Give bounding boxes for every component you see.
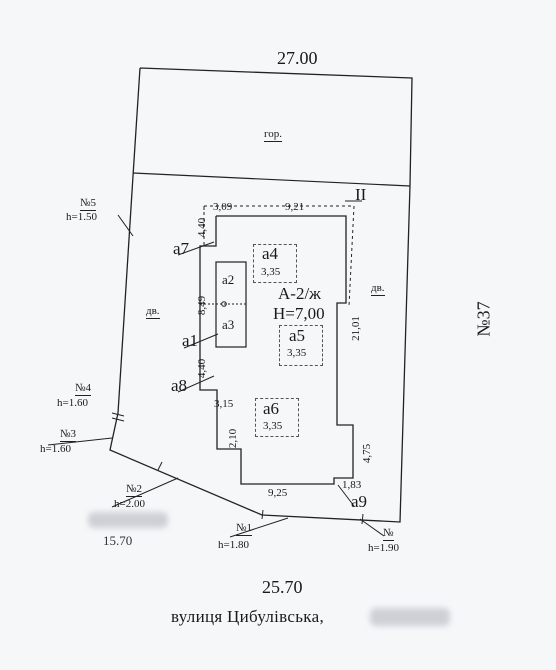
a6-box [255, 398, 299, 437]
garage-divider [132, 172, 411, 187]
point-4-num: №4 [75, 382, 91, 396]
tick-p2 [157, 461, 163, 471]
a2-label: а2 [222, 272, 235, 287]
a4-label: а4 [262, 244, 279, 263]
point-5-h: h=1.50 [66, 211, 97, 223]
p1-leader [229, 517, 289, 538]
point-2-num: №2 [126, 483, 142, 497]
blurred-bottom-left [88, 512, 168, 528]
point-5-num: №5 [80, 197, 96, 211]
a2-a3-marker [221, 301, 227, 307]
point-4-h: h=1.60 [57, 397, 88, 409]
tick-p4b [111, 417, 125, 422]
dim-top-right: 9,21 [285, 201, 305, 213]
a4-height: 3,35 [261, 266, 281, 278]
a6-height: 3,35 [263, 420, 283, 432]
dim-step-width: 3,15 [214, 398, 234, 410]
p0-leader [359, 518, 385, 537]
a3-label: а3 [222, 317, 235, 332]
bottom-width-label: 25.70 [262, 577, 303, 597]
point-1-num: №1 [236, 522, 252, 536]
dim-left-lower: 4,40 [196, 358, 209, 379]
point-1-h: h=1.80 [218, 539, 249, 551]
a7-callout: а7 [173, 239, 190, 258]
a5-label: а5 [289, 326, 306, 345]
tick-p0 [361, 513, 364, 525]
a5-box [279, 325, 323, 366]
section-mark: II [355, 185, 367, 204]
point-0-h: h=1.90 [368, 542, 399, 554]
a4-box [253, 244, 297, 283]
point-2-h: h=2.00 [114, 498, 145, 510]
dim-left-upper: 4,40 [196, 217, 209, 238]
right-dashed [348, 205, 355, 307]
building-code: А-2/ж [278, 284, 321, 303]
yard-left-label: дв. [146, 305, 160, 319]
partial-bottom-left: 15.70 [103, 533, 133, 548]
p5-leader [117, 214, 134, 237]
building-height: Н=7,00 [273, 304, 325, 323]
dim-corner: 1,83 [342, 479, 362, 491]
top-width-label: 27.00 [277, 48, 318, 68]
a9-leader [337, 484, 355, 507]
a7-leader [177, 241, 215, 256]
a1-callout: а1 [182, 331, 199, 350]
dim-top-left: 3,09 [213, 201, 233, 213]
p2-leader [111, 477, 179, 508]
a8-callout: а8 [171, 376, 188, 395]
a8-leader [177, 375, 215, 393]
point-0-num: № [383, 527, 394, 541]
street-label: вулиця Цибулівська, [171, 607, 325, 626]
dim-step-height: 2,10 [227, 428, 240, 449]
point-3-num: №3 [60, 428, 76, 442]
yard-right-label: дв. [371, 282, 385, 296]
dim-right-short: 4,75 [361, 443, 374, 464]
a1-leader [183, 333, 219, 349]
a9-callout: а9 [351, 492, 368, 511]
point-3-h: h=1.60 [40, 443, 71, 455]
garage-label: гор. [264, 128, 282, 142]
building-outline [199, 215, 354, 485]
a5-height: 3,35 [287, 347, 307, 359]
tick-p1 [261, 509, 264, 520]
a6-label: а6 [263, 399, 280, 418]
dim-right-long: 21,01 [349, 316, 362, 341]
neighbor-label: №37 [473, 301, 494, 337]
p3-leader [47, 437, 113, 446]
dim-left-mid: 8,49 [196, 295, 209, 316]
tick-p4 [111, 412, 125, 417]
dim-bottom: 9,25 [268, 487, 288, 499]
blurred-address [370, 608, 450, 626]
